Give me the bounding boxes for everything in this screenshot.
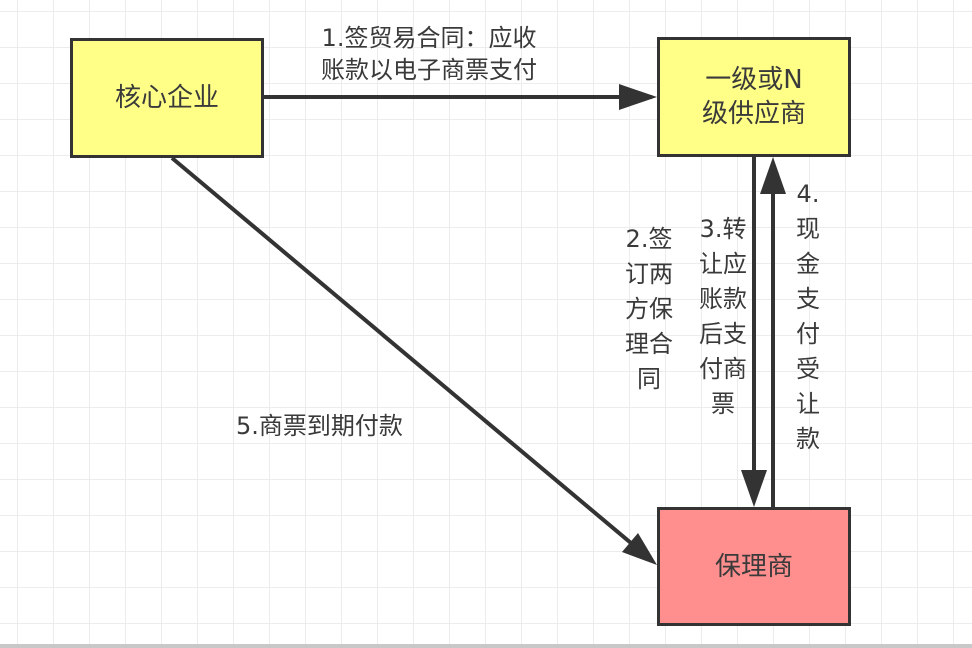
edge-4-label-line: 支 — [796, 285, 820, 313]
edge-4-label-line: 款 — [796, 425, 820, 453]
node-supplier-label-line1: 一级或N — [705, 65, 803, 95]
edge-4-label-line: 现 — [796, 215, 820, 243]
edge-5-label: 5.商票到期付款 — [236, 412, 403, 440]
edge-4-label-line: 4. — [796, 180, 820, 208]
edge-4-label-line: 让 — [796, 390, 820, 418]
edge-3-label-line: 账款 — [699, 285, 747, 313]
edge-4-arrowhead — [760, 157, 786, 194]
edge-5-arrowhead — [622, 533, 657, 565]
node-supplier-label-line2: 级供应商 — [701, 99, 806, 129]
edge-2-label-line: 理合 — [625, 330, 673, 358]
edge-3-label: 3.转 让应 账款 后支 付商 票 — [688, 212, 758, 422]
node-factor-label: 保理商 — [714, 551, 793, 582]
edge-3-label-line: 付商 — [699, 355, 747, 383]
edge-4-label-line: 受 — [796, 355, 820, 383]
node-core-enterprise[interactable]: 核心企业 — [70, 38, 264, 158]
edge-3-label-line: 后支 — [699, 320, 747, 348]
edge-3-arrowhead — [741, 470, 767, 507]
edge-4-label-line: 金 — [796, 250, 820, 278]
edge-1-label-line2: 账款以电子商票支付 — [321, 56, 537, 84]
edge-3-label-line: 3.转 — [699, 215, 747, 243]
edge-2-label: 2.签 订两 方保 理合 同 — [614, 222, 684, 397]
edge-5-arrow — [170, 156, 652, 561]
edge-3-label-line: 票 — [711, 390, 735, 418]
node-factor[interactable]: 保理商 — [657, 507, 851, 626]
edge-2-label-line: 方保 — [625, 295, 673, 323]
edge-2-label-line: 订两 — [625, 260, 673, 288]
edge-2-label-line: 2.签 — [625, 225, 673, 253]
edge-3-label-line: 让应 — [699, 250, 747, 278]
edge-1-arrowhead — [619, 84, 657, 110]
node-core-enterprise-label: 核心企业 — [114, 83, 219, 113]
node-supplier[interactable]: 一级或N 级供应商 — [657, 37, 851, 157]
edge-2-label-line: 同 — [637, 365, 661, 393]
edge-4-label: 4. 现 金 支 付 受 让 款 — [788, 177, 828, 457]
bottom-border — [0, 644, 972, 648]
edge-4-label-line: 付 — [796, 320, 820, 348]
edge-1-label-line1: 1.签贸易合同：应收 — [321, 24, 537, 52]
edge-1-label: 1.签贸易合同：应收 账款以电子商票支付 — [284, 22, 574, 86]
